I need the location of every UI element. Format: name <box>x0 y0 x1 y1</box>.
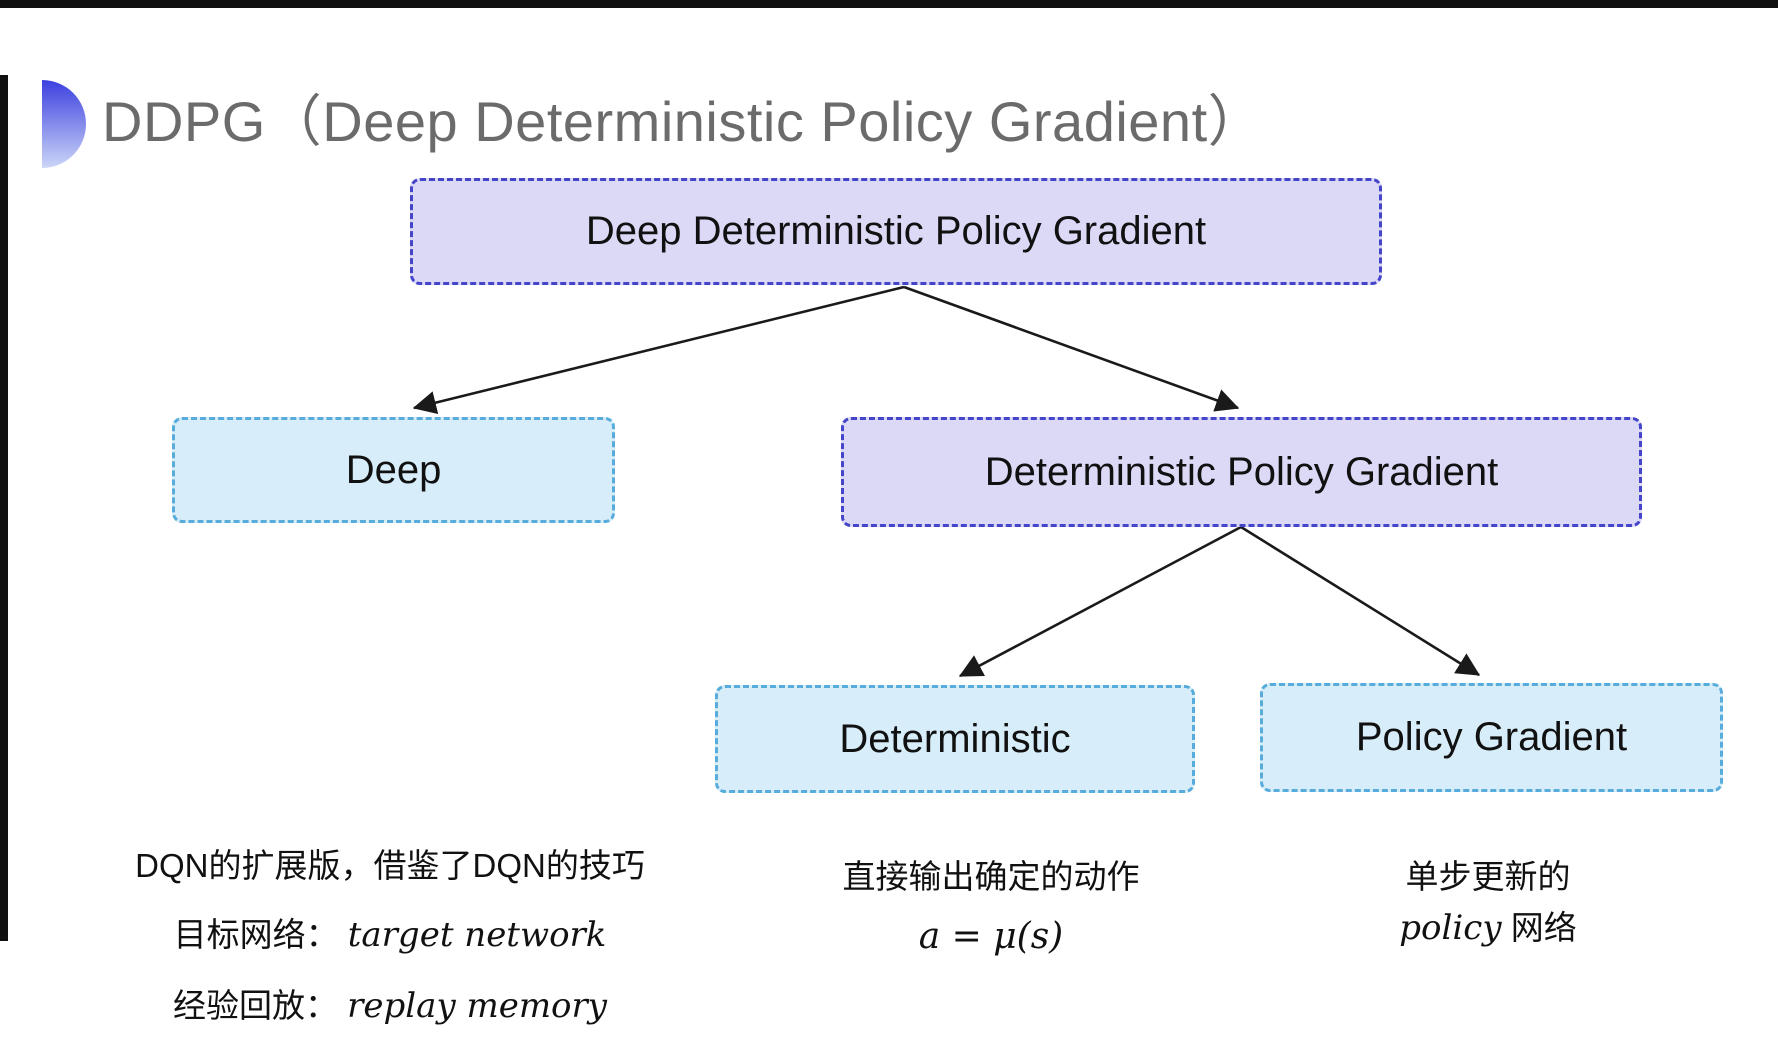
mu-formula: a = μ(s) <box>918 916 1064 958</box>
target-network-label: 目标网络： <box>173 916 339 954</box>
tree-node-policy-gradient: Policy Gradient <box>1260 683 1723 792</box>
deterministic-annotation-line1: 直接输出确定的动作 <box>842 858 1140 895</box>
deep-annotation-line3: 经验回放： replay memory <box>110 980 670 1033</box>
tree-node-dpg-label: Deterministic Policy Gradient <box>984 449 1499 494</box>
letterbox-left-bar <box>0 75 8 941</box>
deterministic-annotation: 直接输出确定的动作 a = μ(s) <box>791 851 1191 965</box>
replay-memory-label: 经验回放： <box>172 986 338 1024</box>
tree-node-root-label: Deep Deterministic Policy Gradient <box>585 209 1207 253</box>
tree-node-deterministic-label: Deterministic <box>839 716 1071 761</box>
policy-term: policy <box>1399 908 1502 949</box>
tree-node-policy-gradient-label: Policy Gradient <box>1355 715 1628 759</box>
title-bullet-icon <box>42 80 86 168</box>
policy-network-rest: 网络 <box>1501 909 1577 947</box>
deep-annotation-line2: 目标网络： target network <box>110 909 670 962</box>
policy-gradient-annotation-line1: 单步更新的 <box>1405 858 1571 895</box>
tree-node-deep-label: Deep <box>345 447 442 492</box>
tree-node-deterministic: Deterministic <box>715 685 1195 793</box>
page-title: DDPG（Deep Deterministic Policy Gradient） <box>102 90 1265 153</box>
tree-node-deep: Deep <box>172 417 615 523</box>
policy-gradient-annotation: 单步更新的 policy 网络 <box>1288 851 1688 955</box>
deep-annotation-line1: DQN的扩展版，借鉴了DQN的技巧 <box>135 847 645 884</box>
tree-node-root: Deep Deterministic Policy Gradient <box>410 178 1382 285</box>
replay-memory-term: replay memory <box>347 985 607 1026</box>
letterbox-top-bar <box>0 0 1778 8</box>
deep-annotation: DQN的扩展版，借鉴了DQN的技巧 目标网络： target network 经… <box>110 840 670 1033</box>
target-network-term: target network <box>347 915 607 956</box>
policy-gradient-annotation-line2: policy 网络 <box>1288 902 1688 955</box>
tree-node-deterministic-policy-gradient: Deterministic Policy Gradient <box>841 417 1642 527</box>
